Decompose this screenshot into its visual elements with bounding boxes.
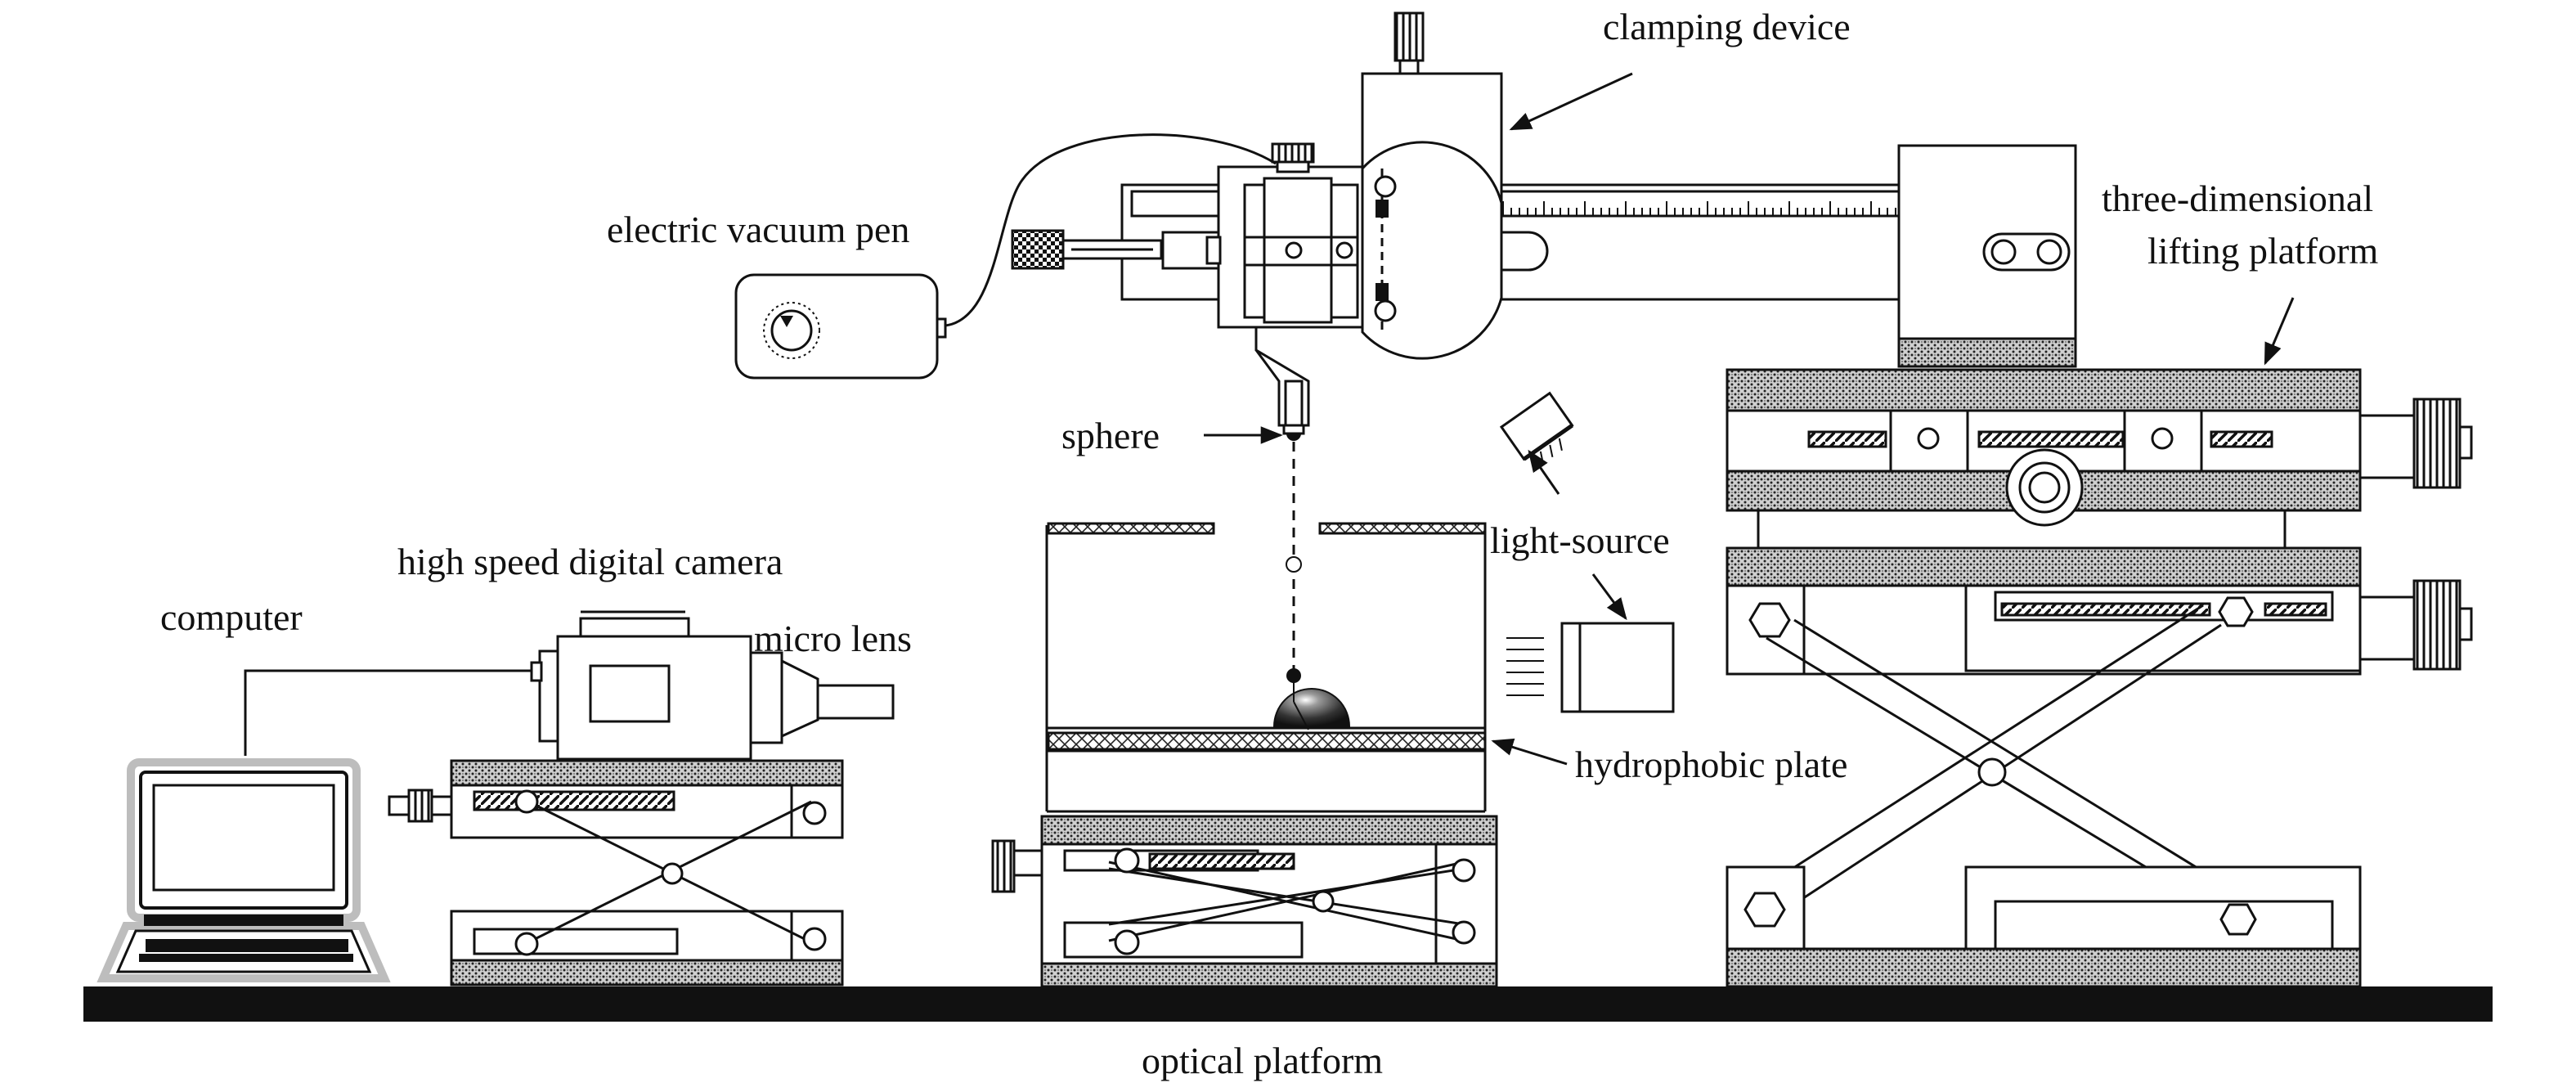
label-lifting-platform: lifting platform <box>2147 230 2379 272</box>
laptop-computer <box>96 669 532 982</box>
center-container <box>1045 522 1487 813</box>
center-lifting-table <box>991 815 1498 988</box>
label-sphere: sphere <box>1061 415 1160 456</box>
clamping-device-head <box>1011 11 1503 435</box>
high-speed-camera <box>530 610 895 761</box>
three-dimensional-lifting-platform <box>1726 368 2473 988</box>
label-light-source: light-source <box>1490 519 1670 561</box>
label-three-dimensional: three-dimensional <box>2102 178 2373 219</box>
label-hydrophobic-plate: hydrophobic plate <box>1575 744 1847 785</box>
falling-sphere-assembly <box>1272 426 1351 730</box>
label-micro-lens: micro lens <box>754 618 912 659</box>
label-electric-vacuum-pen: electric vacuum pen <box>607 209 909 250</box>
camera-lifting-table <box>388 759 844 986</box>
label-high-speed-digital-camera: high speed digital camera <box>397 541 783 582</box>
label-clamping-device: clamping device <box>1603 6 1851 47</box>
label-computer: computer <box>160 596 303 638</box>
light-source-lower <box>1506 622 1675 713</box>
leader-arrows <box>1204 72 2295 766</box>
vacuum-pen-controller <box>734 133 1277 380</box>
light-source-upper <box>1499 391 1574 471</box>
label-optical-platform: optical platform <box>1142 1040 1383 1081</box>
optical-platform-bar <box>83 986 2493 1022</box>
